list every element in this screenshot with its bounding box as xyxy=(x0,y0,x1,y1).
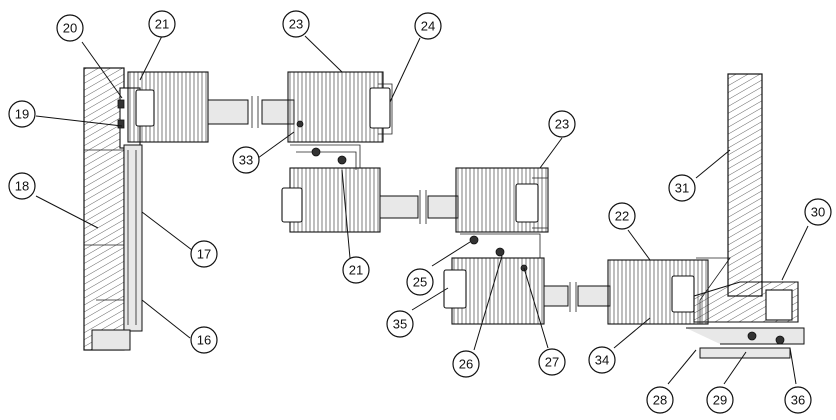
right-sash-sill xyxy=(607,73,805,359)
svg-text:21: 21 xyxy=(349,263,363,278)
middle-sash-right xyxy=(455,167,549,233)
callout-18: 18 xyxy=(8,172,36,200)
svg-text:18: 18 xyxy=(15,179,29,194)
svg-text:27: 27 xyxy=(545,355,559,370)
svg-text:16: 16 xyxy=(197,333,211,348)
svg-text:23: 23 xyxy=(555,117,569,132)
svg-text:20: 20 xyxy=(63,21,77,36)
svg-text:25: 25 xyxy=(413,275,427,290)
svg-text:31: 31 xyxy=(675,181,689,196)
callout-23-top: 23 xyxy=(282,10,310,38)
callout-29: 29 xyxy=(706,386,734,414)
svg-text:17: 17 xyxy=(197,247,211,262)
callout-22: 22 xyxy=(608,202,636,230)
callout-19: 19 xyxy=(8,100,36,128)
svg-text:22: 22 xyxy=(615,209,629,224)
svg-text:19: 19 xyxy=(15,107,29,122)
callout-36: 36 xyxy=(784,386,812,414)
top-sash-right xyxy=(287,71,393,143)
svg-text:21: 21 xyxy=(155,17,169,32)
top-sash-left xyxy=(127,71,295,143)
callout-23-middle: 23 xyxy=(548,110,576,138)
svg-text:24: 24 xyxy=(421,19,435,34)
callout-31: 31 xyxy=(668,174,696,202)
callout-26: 26 xyxy=(452,350,480,378)
callout-30: 30 xyxy=(804,198,832,226)
callout-34: 34 xyxy=(588,346,616,374)
middle-sash xyxy=(281,144,459,233)
svg-text:28: 28 xyxy=(653,393,667,408)
svg-text:29: 29 xyxy=(713,393,727,408)
svg-text:35: 35 xyxy=(393,317,407,332)
callout-20: 20 xyxy=(56,14,84,42)
callout-21-middle: 21 xyxy=(342,256,370,284)
svg-text:30: 30 xyxy=(811,205,825,220)
callout-24: 24 xyxy=(414,12,442,40)
callout-25: 25 xyxy=(406,268,434,296)
callout-28: 28 xyxy=(646,386,674,414)
svg-text:33: 33 xyxy=(239,153,253,168)
leader-lines xyxy=(35,35,809,385)
svg-text:34: 34 xyxy=(595,353,609,368)
left-wall-frame xyxy=(83,67,143,351)
callout-35: 35 xyxy=(386,310,414,338)
callout-33: 33 xyxy=(232,146,260,174)
svg-text:23: 23 xyxy=(289,17,303,32)
callout-21-top: 21 xyxy=(148,10,176,38)
svg-text:26: 26 xyxy=(459,357,473,372)
svg-text:36: 36 xyxy=(791,393,805,408)
callout-16: 16 xyxy=(190,326,218,354)
callout-27: 27 xyxy=(538,348,566,376)
callout-17: 17 xyxy=(190,240,218,268)
